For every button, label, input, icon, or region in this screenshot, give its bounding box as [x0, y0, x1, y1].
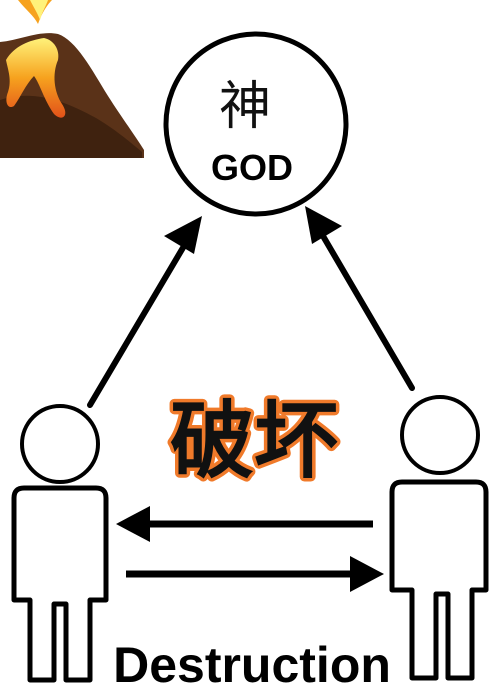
left-person-icon [11, 404, 109, 683]
arrow-right-to-left [116, 506, 373, 542]
god-circle [163, 31, 349, 217]
arrow-left-to-right [126, 556, 384, 592]
god-kanji: 神 [219, 77, 271, 137]
volcano-icon [0, 0, 144, 158]
destruction-label: Destruction [113, 637, 391, 686]
right-person-icon [389, 395, 489, 681]
center-kanji: 破坏 [170, 392, 338, 490]
arrow-left-to-god [87, 216, 202, 408]
arrow-right-to-god [305, 206, 415, 391]
god-label: GOD [211, 147, 293, 188]
